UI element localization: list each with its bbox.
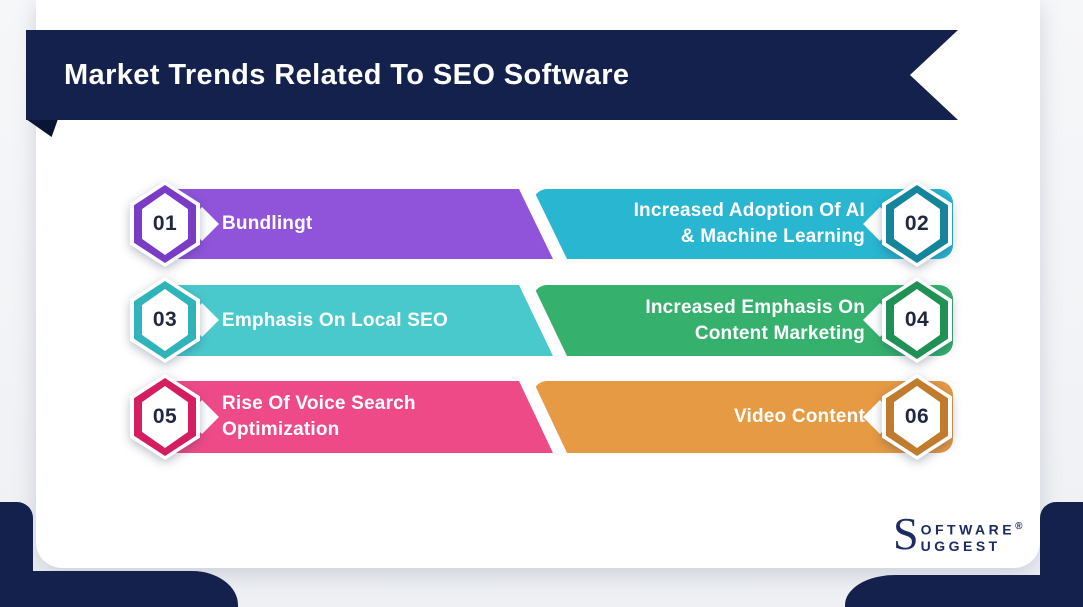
trend-number: 03: [152, 308, 178, 331]
number-badge-03: 03: [130, 277, 200, 363]
logo-initial: S: [893, 508, 919, 559]
page-title: Market Trends Related To SEO Software: [64, 58, 630, 91]
number-badge-01: 01: [130, 181, 200, 267]
trend-label-06: Video Content: [734, 404, 953, 430]
trend-label-04: Increased Emphasis On Content Marketing: [645, 295, 953, 347]
number-badge-05: 05: [130, 374, 200, 460]
trend-label-line: Optimization: [222, 419, 340, 440]
trend-label-line: Bundlingt: [222, 213, 313, 234]
logo-line-software: OFTWARE®: [921, 519, 1023, 538]
logo-wordmark: OFTWARE® UGGEST: [921, 519, 1023, 554]
registered-mark: ®: [1015, 521, 1023, 532]
trend-label-line: Video Content: [733, 406, 865, 427]
logo-line-suggest: UGGEST: [920, 537, 1001, 554]
trend-number: 01: [152, 212, 178, 235]
trend-label-05: Rise Of Voice Search Optimization: [160, 391, 416, 443]
trend-number: 05: [152, 405, 178, 428]
trend-number: 04: [904, 308, 930, 331]
trend-banner-03: Emphasis On Local SEO: [160, 285, 553, 356]
trend-number: 06: [904, 405, 930, 428]
decor-bar-bottom-left: [0, 571, 238, 607]
title-ribbon: Market Trends Related To SEO Software: [26, 30, 958, 120]
softwaresuggest-logo: S OFTWARE® UGGEST: [893, 508, 1023, 559]
trend-number: 02: [904, 212, 930, 235]
trend-label-line: Increased Emphasis On: [645, 296, 865, 318]
trend-label-02: Increased Adoption Of AI & Machine Learn…: [634, 198, 953, 250]
trend-banner-01: Bundlingt: [160, 189, 553, 259]
trend-label-line: Emphasis On Local SEO: [222, 309, 448, 331]
trend-banner-04: Increased Emphasis On Content Marketing: [533, 285, 953, 356]
number-badge-06: 06: [882, 374, 952, 460]
trend-label-line: Increased Adoption Of AI: [633, 200, 865, 221]
trend-label-line: Rise Of Voice Search: [222, 393, 416, 414]
number-badge-02: 02: [882, 181, 952, 267]
trend-label-line: & Machine Learning: [680, 226, 865, 247]
trend-label-line: Content Marketing: [694, 322, 865, 344]
logo-text: OFTWARE: [920, 521, 1016, 538]
trend-label-03: Emphasis On Local SEO: [160, 308, 448, 334]
decor-bar-bottom-right: [845, 575, 1083, 607]
trend-banner-05: Rise Of Voice Search Optimization: [160, 381, 553, 453]
trend-label-01: Bundlingt: [160, 211, 312, 237]
number-badge-04: 04: [882, 277, 952, 363]
